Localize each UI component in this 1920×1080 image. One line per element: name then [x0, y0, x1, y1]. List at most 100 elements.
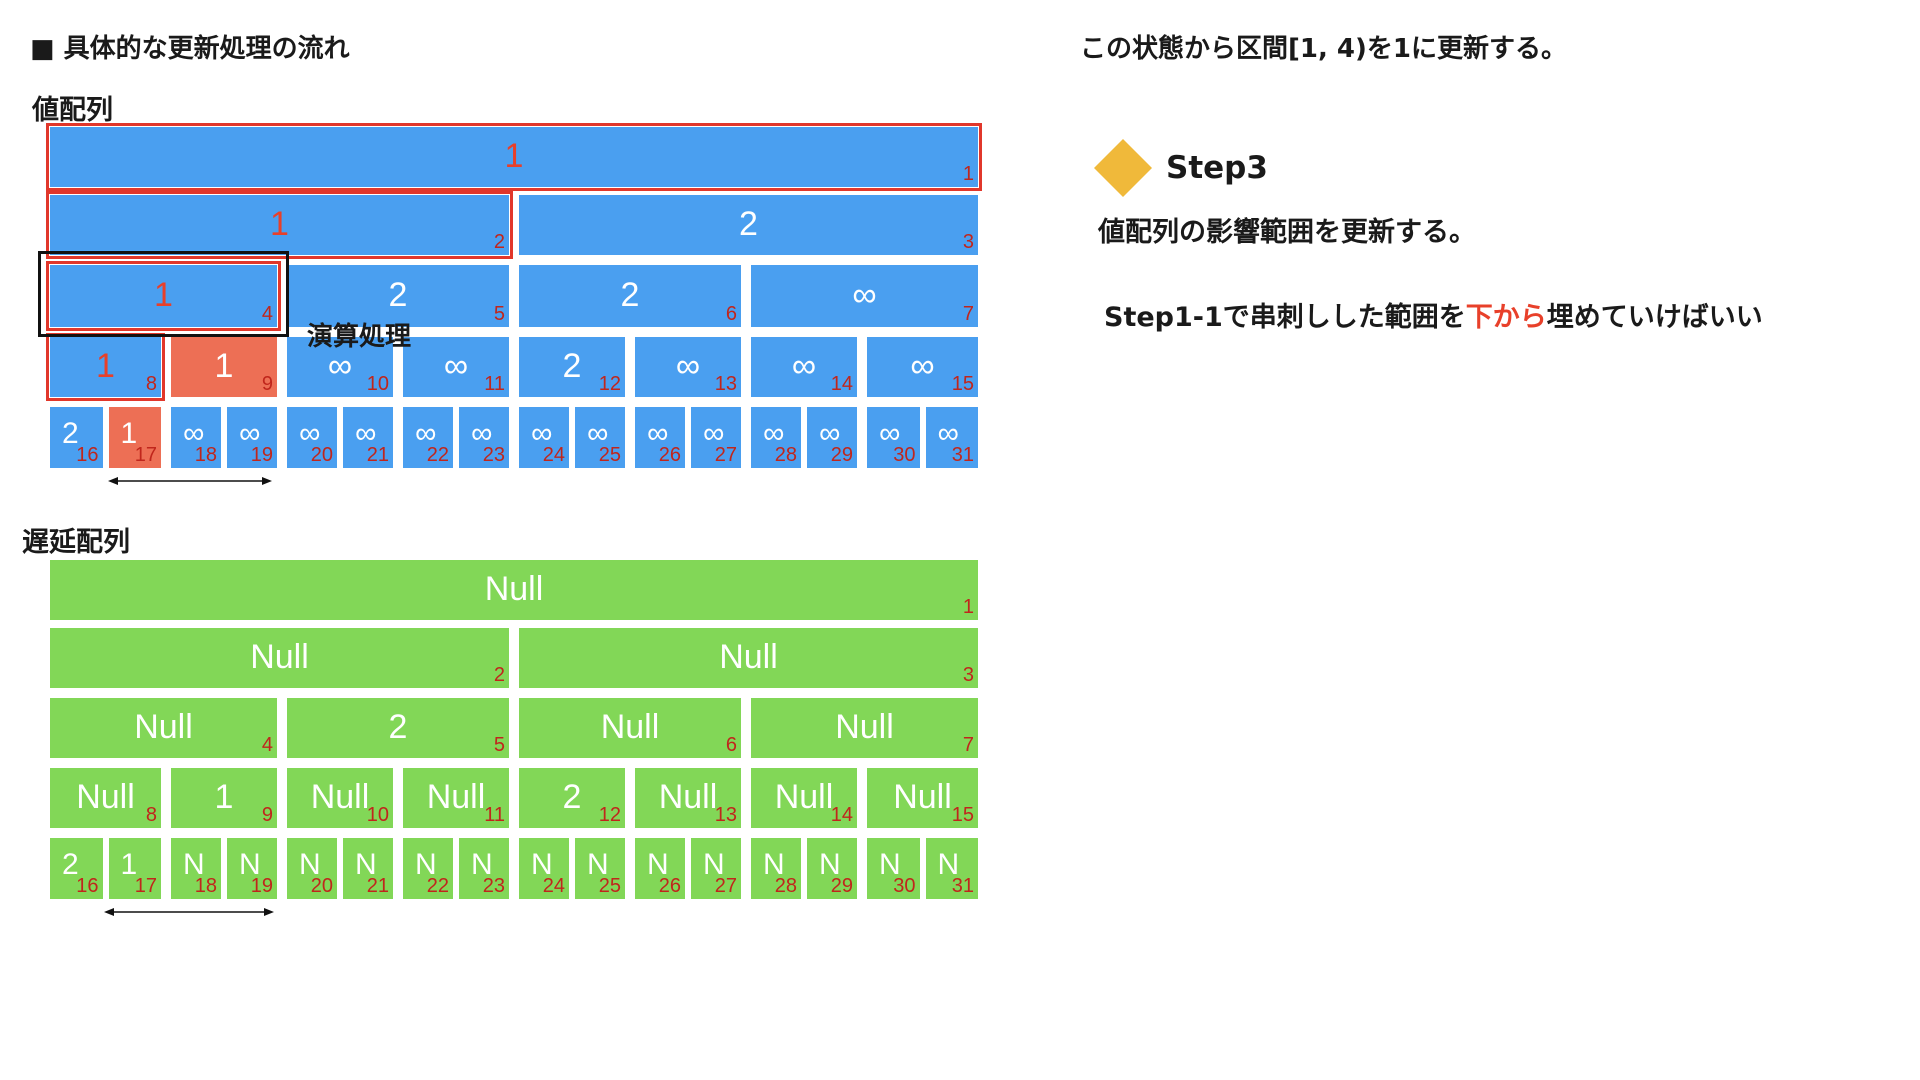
node-index: 19: [250, 444, 273, 466]
node-index: 15: [951, 804, 974, 826]
node-index: 14: [830, 373, 853, 395]
node-value: N: [587, 848, 609, 881]
node-index: 14: [830, 804, 853, 826]
node-index: 12: [598, 804, 621, 826]
node-value: 1: [120, 417, 138, 450]
node-value: ∞: [587, 417, 609, 450]
node-value: ∞: [327, 347, 353, 386]
node-value: 1: [120, 848, 138, 881]
node-value: ∞: [791, 347, 817, 386]
node-index: 20: [310, 875, 333, 897]
value-node-19: ∞19: [227, 407, 277, 468]
step-note: Step1-1で串刺しした範囲を下から埋めていけばいい: [1104, 295, 1763, 334]
page-title: ■ 具体的な更新処理の流れ: [30, 34, 350, 64]
node-index: 10: [366, 804, 389, 826]
node-value: ∞: [355, 417, 377, 450]
node-index: 11: [484, 373, 505, 395]
node-value: 2: [562, 347, 582, 386]
value-node-10: ∞10: [287, 337, 393, 397]
node-index: 27: [714, 875, 737, 897]
node-index: 30: [893, 875, 916, 897]
node-value: Null: [774, 778, 834, 817]
node-index: 3: [962, 231, 974, 253]
value-node-13: ∞13: [635, 337, 741, 397]
node-value: 2: [62, 417, 79, 450]
node-index: 20: [310, 444, 333, 466]
value-node-18: ∞18: [171, 407, 221, 468]
step-description: 値配列の影響範囲を更新する。: [1098, 217, 1476, 248]
node-value: ∞: [415, 417, 437, 450]
node-value: ∞: [852, 276, 877, 315]
node-index: 21: [366, 875, 389, 897]
node-value: ∞: [239, 417, 261, 450]
node-index: 9: [261, 373, 273, 395]
node-index: 26: [658, 875, 681, 897]
node-value: ∞: [299, 417, 321, 450]
lazy-node-7: Null 7: [751, 698, 978, 758]
node-index: 8: [145, 804, 157, 826]
node-index: 5: [493, 303, 505, 325]
node-value: N: [819, 848, 841, 881]
diamond-icon: [1094, 139, 1152, 197]
node-index: 22: [426, 444, 449, 466]
node-value: 2: [562, 778, 582, 817]
value-node-28: ∞28: [751, 407, 801, 468]
value-node-25: ∞25: [575, 407, 625, 468]
value-node-26: ∞26: [635, 407, 685, 468]
node-index: 16: [76, 444, 99, 466]
value-node-27: ∞27: [691, 407, 741, 468]
node-index: 22: [426, 875, 449, 897]
node-value: 1: [96, 347, 115, 386]
node-index: 24: [542, 875, 565, 897]
node-value: N: [879, 848, 901, 881]
node-index: 21: [366, 444, 389, 466]
value-node-22: ∞22: [403, 407, 453, 468]
value-node-23: ∞23: [459, 407, 509, 468]
node-index: 25: [598, 875, 621, 897]
node-value: ∞: [703, 417, 725, 450]
value-node-14: ∞ 14: [751, 337, 857, 397]
node-value: N: [937, 848, 960, 881]
value-node-11: ∞11: [403, 337, 509, 397]
node-value: ∞: [471, 417, 493, 450]
node-value: ∞: [647, 417, 669, 450]
node-value: 1: [154, 276, 173, 315]
node-index: 31: [951, 444, 974, 466]
node-index: 24: [542, 444, 565, 466]
node-index: 1: [962, 596, 974, 618]
node-value: N: [299, 848, 321, 881]
node-index: 18: [194, 875, 217, 897]
node-value: ∞: [819, 417, 841, 450]
node-index: 17: [134, 444, 157, 466]
node-value: Null: [250, 638, 309, 677]
node-index: 29: [830, 875, 853, 897]
node-value: Null: [600, 708, 660, 747]
value-node-20: ∞20: [287, 407, 337, 468]
node-index: 7: [962, 734, 974, 756]
node-value: Null: [835, 708, 894, 747]
